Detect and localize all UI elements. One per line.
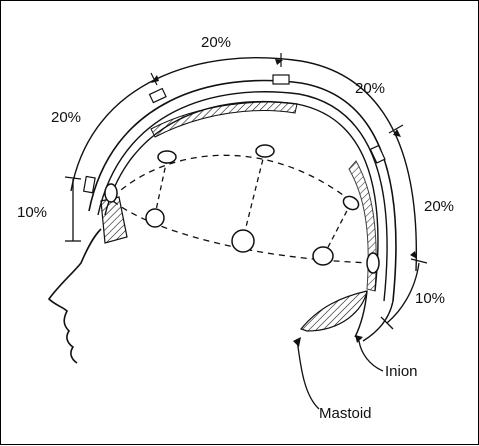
electrode [342, 195, 360, 211]
measurement-arc-outer [70, 57, 418, 272]
cap-electrode-tab [148, 87, 167, 104]
label-top-20: 20% [201, 34, 231, 51]
arc-arrowhead [410, 251, 417, 259]
cap-electrode-tab [82, 175, 96, 194]
dashed-line [324, 202, 352, 254]
label-right-lower-20: 20% [424, 198, 454, 215]
arc-arrowhead [151, 75, 159, 83]
head-profile [47, 228, 102, 364]
label-left-10: 10% [17, 204, 47, 221]
right-10-tick [380, 316, 394, 330]
right-10-dimension [386, 262, 420, 324]
forehead-hatched-block [100, 196, 128, 244]
label-right-upper-20: 20% [355, 80, 385, 97]
dashed-arc-upper [112, 154, 352, 202]
cap-electrode-tab [272, 74, 290, 85]
occipital-outline [362, 300, 394, 342]
inion-arrowhead [355, 335, 363, 343]
arc-arrowhead [275, 59, 283, 65]
label-right-10: 10% [415, 290, 445, 307]
electrode [255, 144, 275, 158]
skull-hatched-segment [150, 101, 298, 138]
cap-outer-band [88, 79, 397, 302]
label-mastoid: Mastoid [319, 405, 372, 422]
mastoid-arrowhead [293, 337, 301, 347]
neck-line [354, 290, 368, 338]
electrode [145, 208, 165, 228]
arc-tick [388, 124, 404, 134]
electrode [157, 150, 177, 164]
cap-middle-band [97, 91, 388, 302]
electrode [312, 246, 334, 266]
mastoid-leader [296, 338, 320, 410]
dashed-line [242, 150, 266, 240]
electrode [104, 183, 118, 203]
arc-arrowhead [393, 129, 401, 137]
electrode [231, 229, 255, 253]
cap-electrode-tab [369, 144, 386, 164]
label-left-20: 20% [51, 109, 81, 126]
mastoid-process [299, 290, 368, 332]
dashed-line [154, 158, 168, 216]
arc-tick [410, 258, 428, 264]
label-inion: Inion [385, 363, 418, 380]
arc-tick [64, 176, 82, 180]
electrode [366, 252, 380, 274]
inion-leader [358, 340, 384, 372]
